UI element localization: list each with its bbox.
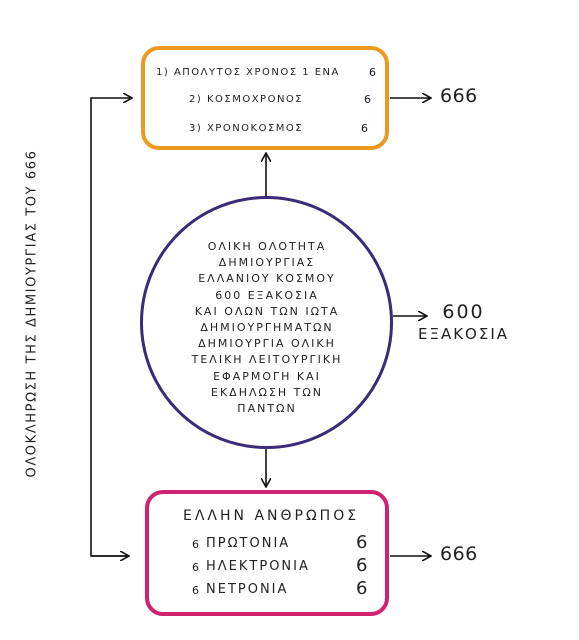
top-item-3-value: 6 — [361, 122, 368, 135]
top-output-value: 666 — [440, 85, 478, 107]
side-bracket-arrow — [90, 98, 131, 556]
top-item-1-value: 6 — [369, 66, 376, 79]
bottom-human-box — [145, 490, 389, 616]
bottom-item-3-value: 6 — [356, 578, 368, 599]
bottom-item-1-label: ΠΡΩΤΟΝΙΑ — [206, 536, 291, 551]
circle-output: 600 ΕΞΑΚΟΣΙΑ — [418, 301, 509, 345]
bottom-item-2-prefix: 6 — [192, 561, 201, 574]
top-item-2-label: 2) ΚΟΣΜΟΧΡΟΝΟΣ — [189, 94, 304, 105]
bottom-item-3-prefix: 6 — [192, 584, 201, 597]
circle-output-number: 600 — [442, 301, 485, 323]
bottom-item-1-value: 6 — [356, 532, 368, 553]
circle-line-4: 600 ΕΞΑΚΟΣΙΑ — [215, 288, 319, 302]
circle-line-9: ΕΦΑΡΜΟΓΗ ΚΑΙ — [213, 369, 321, 383]
bottom-output-value: 666 — [440, 543, 478, 565]
creation-circle — [140, 196, 393, 449]
top-item-1-label: 1) ΑΠΟΛΥΤΟΣ ΧΡΟΝΟΣ 1 ΕΝΑ — [156, 67, 340, 78]
circle-line-6: ΔΗΜΙΟΥΡΓΗΜΑΤΩΝ — [200, 321, 334, 335]
circle-line-1: ΟΛΙΚΗ ΟΛΟΤΗΤΑ — [207, 240, 327, 253]
circle-line-2: ΔΗΜΙΟΥΡΓΙΑΣ — [218, 256, 316, 270]
circle-text: ΟΛΙΚΗ ΟΛΟΤΗΤΑ ΔΗΜΙΟΥΡΓΙΑΣ ΕΛΛΑΝΙΟΥ ΚΟΣΜΟ… — [168, 239, 366, 417]
circle-line-3: ΕΛΛΑΝΙΟΥ ΚΟΣΜΟΥ — [198, 272, 336, 286]
circle-line-7: ΔΗΜΙΟΥΡΓΙΑ ΟΛΙΚΗ — [198, 337, 336, 351]
top-item-3-label: 3) ΧΡΟΝΟΚΟΣΜΟΣ — [189, 123, 304, 134]
side-vertical-label: ΟΛΟΚΛΗΡΩΣΗ ΤΗΣ ΔΗΜΙΟΥΡΓΙΑΣ ΤΟΥ 666 — [24, 149, 40, 478]
top-item-2-value: 6 — [364, 93, 371, 106]
top-time-box — [141, 46, 389, 150]
circle-line-5: ΚΑΙ ΟΛΩΝ ΤΩΝ ΙΩΤΑ — [194, 304, 340, 318]
circle-line-10: ΕΚΔΗΛΩΣΗ ΤΩΝ — [211, 385, 323, 399]
bottom-item-2-value: 6 — [356, 555, 368, 576]
circle-line-11: ΠΑΝΤΩΝ — [237, 402, 297, 416]
circle-output-word: ΕΞΑΚΟΣΙΑ — [418, 325, 510, 343]
bottom-box-title: ΕΛΛΗΝ ΑΝΘΡΩΠΟΣ — [183, 508, 360, 524]
bottom-item-3-label: ΝΕΤΡΟΝΙΑ — [206, 582, 289, 597]
circle-line-8: ΤΕΛΙΚΗ ΛΕΙΤΟΥΡΓΙΚΗ — [191, 353, 343, 367]
bottom-item-2-label: ΗΛΕΚΤΡΟΝΙΑ — [206, 559, 310, 574]
bottom-item-1-prefix: 6 — [192, 538, 201, 551]
